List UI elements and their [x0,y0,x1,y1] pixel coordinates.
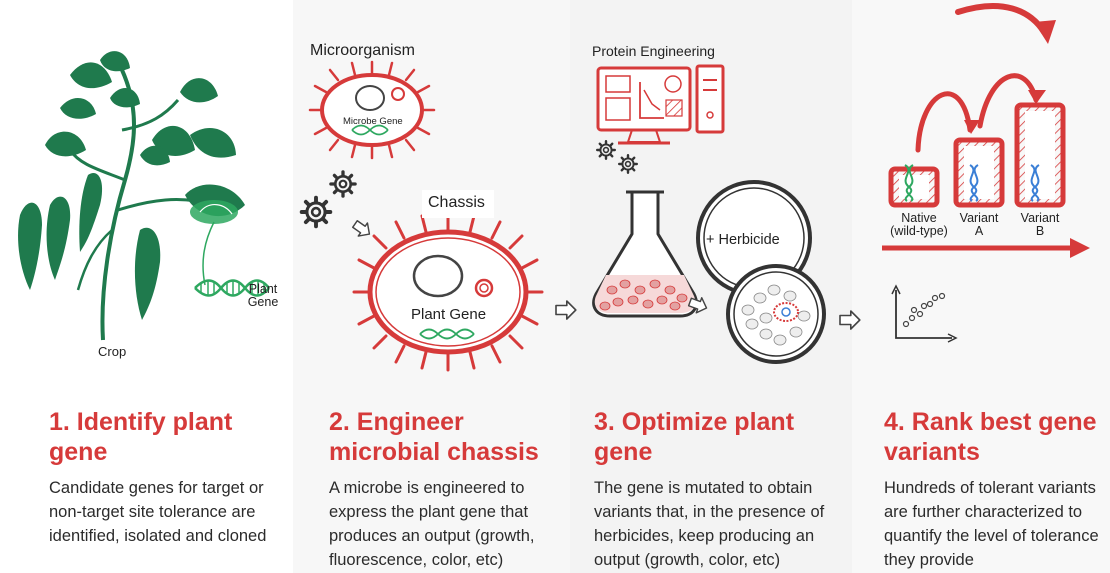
arrow-icon [555,300,577,320]
variant-a-line1: Variant [959,211,999,225]
herbicide-label: + Herbicide [706,232,780,248]
step-2-title: 2. Engineer microbial chassis [329,408,539,466]
microbe-icon [352,212,544,372]
scatter-plot-icon [891,284,958,343]
step-4-description: Hundreds of tolerant variants are furthe… [884,479,1099,569]
flask-icon [592,190,698,318]
variant-a-line2: A [974,224,984,238]
ranking-bar-inner [899,175,929,199]
variant-b-label: Variant B [1016,212,1064,238]
native-label: Native (wild-type) [886,212,952,238]
step-3-title: 3. Optimize plant gene [594,408,795,466]
arrow-icon [839,310,861,330]
chassis-label-bg [422,190,494,218]
variant-b-line1: Variant [1020,211,1060,225]
step-1-description: Candidate genes for target or non-target… [49,479,267,545]
microorganism-label: Microorganism [310,42,415,59]
microbe-icon [308,60,436,160]
gear-icon [596,139,638,175]
dna-icon [905,164,914,202]
crop-label: Crop [98,344,127,359]
dna-icon [1031,164,1040,202]
chassis-label: Chassis [428,194,485,211]
step-3-description: The gene is mutated to obtain variants t… [594,479,825,569]
variant-b-line2: B [1035,224,1045,238]
ranking-bar-inner [1025,111,1055,199]
illustration-canvas [18,3,1090,372]
plant-icon [18,51,245,341]
gear-icon [299,170,357,229]
protein-engineering-label: Protein Engineering [592,43,715,59]
microbe-gene-label: Microbe Gene [343,116,403,127]
plant-gene-label: Plant Gene [247,282,279,309]
native-label-line2: (wild-type) [890,224,948,238]
ranking-chart-icon [882,3,1090,258]
petri-dish-icon [696,180,826,364]
chassis-plant-gene-label: Plant Gene [411,306,487,323]
arrow-icon [349,216,375,242]
dna-icon [194,279,270,297]
step-1-title: 1. Identify plant gene [49,408,233,466]
native-label-line1: Native [901,211,937,225]
ranking-bar-inner [964,146,994,199]
dna-icon [970,164,979,202]
step-2-description: A microbe is engineered to express the p… [329,479,535,569]
variant-a-label: Variant A [955,212,1003,238]
computer-icon [596,64,725,145]
step-4-title: 4. Rank best gene variants [884,408,1097,466]
